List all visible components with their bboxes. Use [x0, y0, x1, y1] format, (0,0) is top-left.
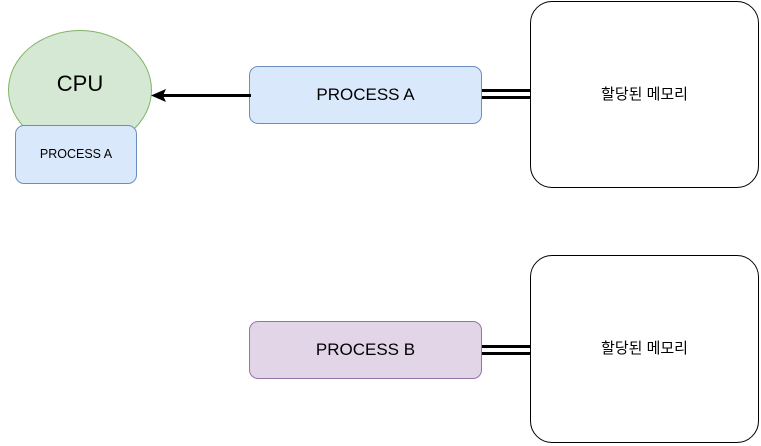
process-a-label: PROCESS A [316, 85, 415, 105]
process-b-label: PROCESS B [315, 340, 416, 360]
process-a-node[interactable]: PROCESS A [249, 66, 482, 124]
connector-process-b-memory-line-bottom [479, 352, 533, 355]
memory-b-node[interactable]: 할당된 메모리 [530, 255, 759, 443]
connector-process-b-memory-line-top [479, 345, 533, 348]
connector-process-a-memory-line-bottom [479, 96, 533, 99]
memory-b-label: 할당된 메모리 [601, 340, 688, 358]
cpu-running-process-label: PROCESS A [39, 147, 113, 162]
connector-process-a-memory-line-top [479, 89, 533, 92]
memory-a-label: 할당된 메모리 [601, 85, 688, 103]
cpu-node-label: CPU [56, 71, 104, 97]
cpu-running-process-node[interactable]: PROCESS A [15, 125, 137, 184]
arrow-process-a-to-cpu-icon [151, 89, 251, 102]
process-b-node[interactable]: PROCESS B [249, 321, 482, 379]
memory-a-node[interactable]: 할당된 메모리 [530, 1, 759, 188]
